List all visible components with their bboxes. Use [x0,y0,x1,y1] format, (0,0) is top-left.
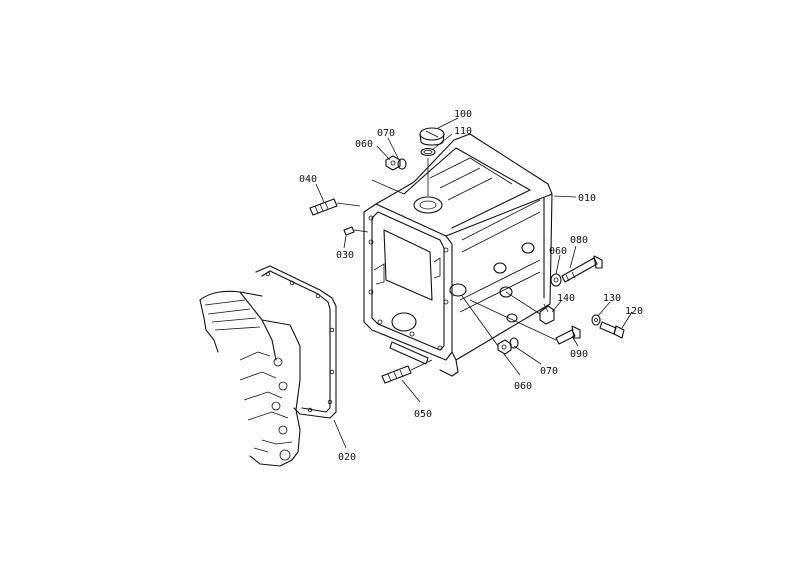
label-080: 080 [570,235,588,246]
washer-070-bottom [509,337,519,349]
bolt-080 [561,255,603,283]
bolt-090 [555,325,581,345]
label-130: 130 [603,293,621,304]
part-labels: 100 110 070 060 040 010 080 060 030 140 … [299,109,643,463]
label-050: 050 [414,409,432,420]
filler-cap-100 [419,127,445,146]
o-ring-110 [420,147,436,157]
nut-060-top [385,155,401,171]
label-010: 010 [578,193,596,204]
stud-050 [381,359,433,384]
label-070-bottom: 070 [540,366,558,377]
label-110: 110 [454,126,472,137]
washer-070-top [397,158,407,170]
assembly-line-nut-bottom [461,295,499,347]
stud-bore [506,313,518,323]
label-060-right: 060 [549,246,567,257]
assembly-line-plug [505,291,541,315]
assembly-line-nut [371,179,405,195]
label-140: 140 [557,293,575,304]
label-120: 120 [625,306,643,317]
label-090: 090 [570,349,588,360]
stud-040 [309,198,361,216]
pin-030 [343,226,369,236]
label-020: 020 [338,452,356,463]
label-030: 030 [336,250,354,261]
bolt-120 [599,321,625,339]
label-060-top: 060 [355,139,373,150]
washer-130 [591,314,601,326]
gasket-020 [255,265,337,419]
leader-lines [315,117,633,449]
label-040: 040 [299,174,317,185]
nut-060-right [550,273,562,287]
assembly-line-090 [469,299,557,341]
mating-housing [199,290,301,467]
label-100: 100 [454,109,472,120]
main-housing-010 [363,133,553,377]
plug-140 [539,305,555,325]
nut-060-bottom [497,339,512,355]
label-060-bottom: 060 [514,381,532,392]
label-070-top: 070 [377,128,395,139]
